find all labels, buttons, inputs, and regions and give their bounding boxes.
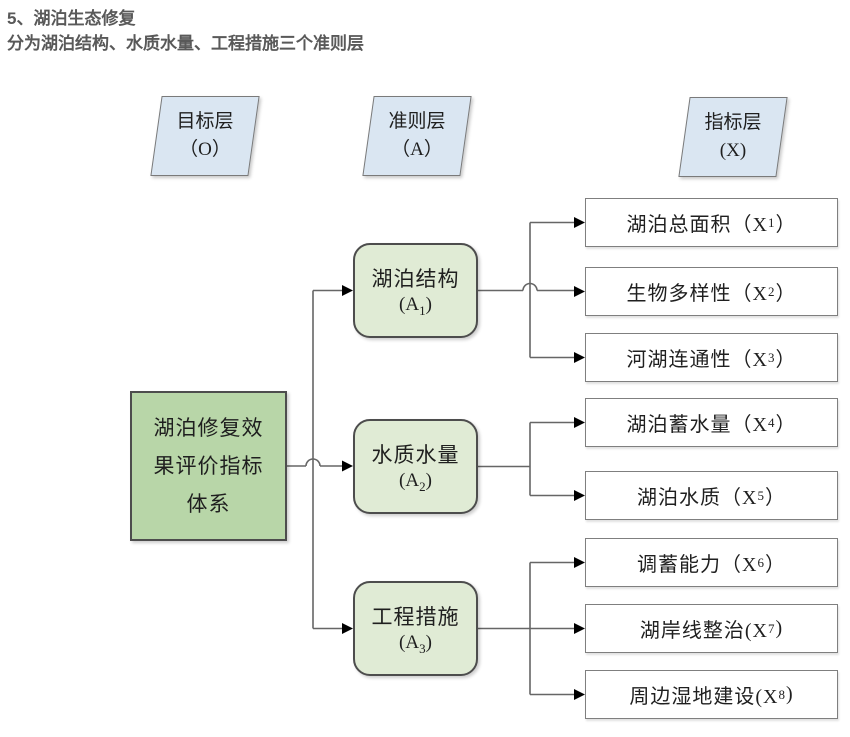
goal-box: 湖泊修复效果评价指标体系 <box>130 391 287 541</box>
page-subtitle: 分为湖泊结构、水质水量、工程措施三个准则层 <box>7 34 364 53</box>
criterion-box-a2: 水质水量 (A2) <box>353 419 478 514</box>
connector-goal-to-criteria <box>287 289 343 630</box>
connector-a2-to-indicators <box>478 421 575 497</box>
criterion-code: (A2) <box>399 469 432 494</box>
goal-box-label: 湖泊修复效果评价指标体系 <box>153 416 264 516</box>
connector-a1-to-indicators <box>478 221 575 359</box>
indicator-layer-label: 指标层 (X) <box>678 97 788 177</box>
criterion-code: (A1) <box>399 293 432 318</box>
criteria-layer-label: 准则层 （A） <box>362 96 472 176</box>
layer-name: 准则层 <box>388 111 446 132</box>
layer-code: （O） <box>179 139 231 160</box>
connector-a3-to-indicators <box>478 561 575 696</box>
goal-layer-label: 目标层 （O） <box>150 96 260 176</box>
criterion-name: 水质水量 <box>371 442 460 467</box>
layer-code: (X) <box>719 140 747 161</box>
criterion-name: 工程措施 <box>371 604 460 629</box>
criterion-box-a1: 湖泊结构 (A1) <box>353 243 478 338</box>
criterion-code: (A3) <box>399 631 432 656</box>
page-title: 5、湖泊生态修复 <box>7 9 136 28</box>
arrowhead-icons <box>342 217 585 700</box>
layer-name: 目标层 <box>176 111 234 132</box>
layer-code: （A） <box>391 139 443 160</box>
criterion-name: 湖泊结构 <box>371 266 460 291</box>
layer-name: 指标层 <box>704 112 762 133</box>
criterion-box-a3: 工程措施 (A3) <box>353 581 478 676</box>
